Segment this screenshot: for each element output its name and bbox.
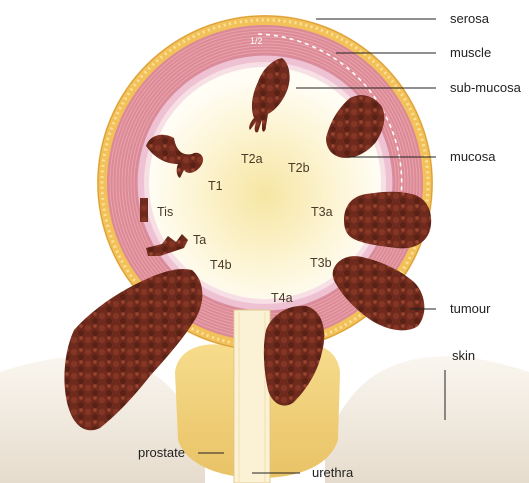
label-prostate: prostate	[138, 445, 185, 460]
label-submucosa: sub-mucosa	[450, 80, 522, 95]
label-skin: skin	[452, 348, 475, 363]
stage-label-t3a: T3a	[311, 205, 333, 219]
half-depth-label: 1/2	[250, 36, 263, 46]
tumour-t3a	[344, 192, 431, 249]
stage-label-t2a: T2a	[241, 152, 263, 166]
stage-label-t4a: T4a	[271, 291, 293, 305]
label-tumour: tumour	[450, 301, 491, 316]
label-mucosa: mucosa	[450, 149, 496, 164]
stage-label-t4b: T4b	[210, 258, 232, 272]
label-serosa: serosa	[450, 11, 490, 26]
stage-label-t3b: T3b	[310, 256, 332, 270]
stage-label-ta: Ta	[193, 233, 206, 247]
tumour-tis	[140, 198, 148, 222]
label-muscle: muscle	[450, 45, 491, 60]
stage-label-t2b: T2b	[288, 161, 310, 175]
label-urethra: urethra	[312, 465, 354, 480]
stage-label-tis: Tis	[157, 205, 173, 219]
stage-label-t1: T1	[208, 179, 223, 193]
skin-tissue-right	[325, 356, 529, 483]
